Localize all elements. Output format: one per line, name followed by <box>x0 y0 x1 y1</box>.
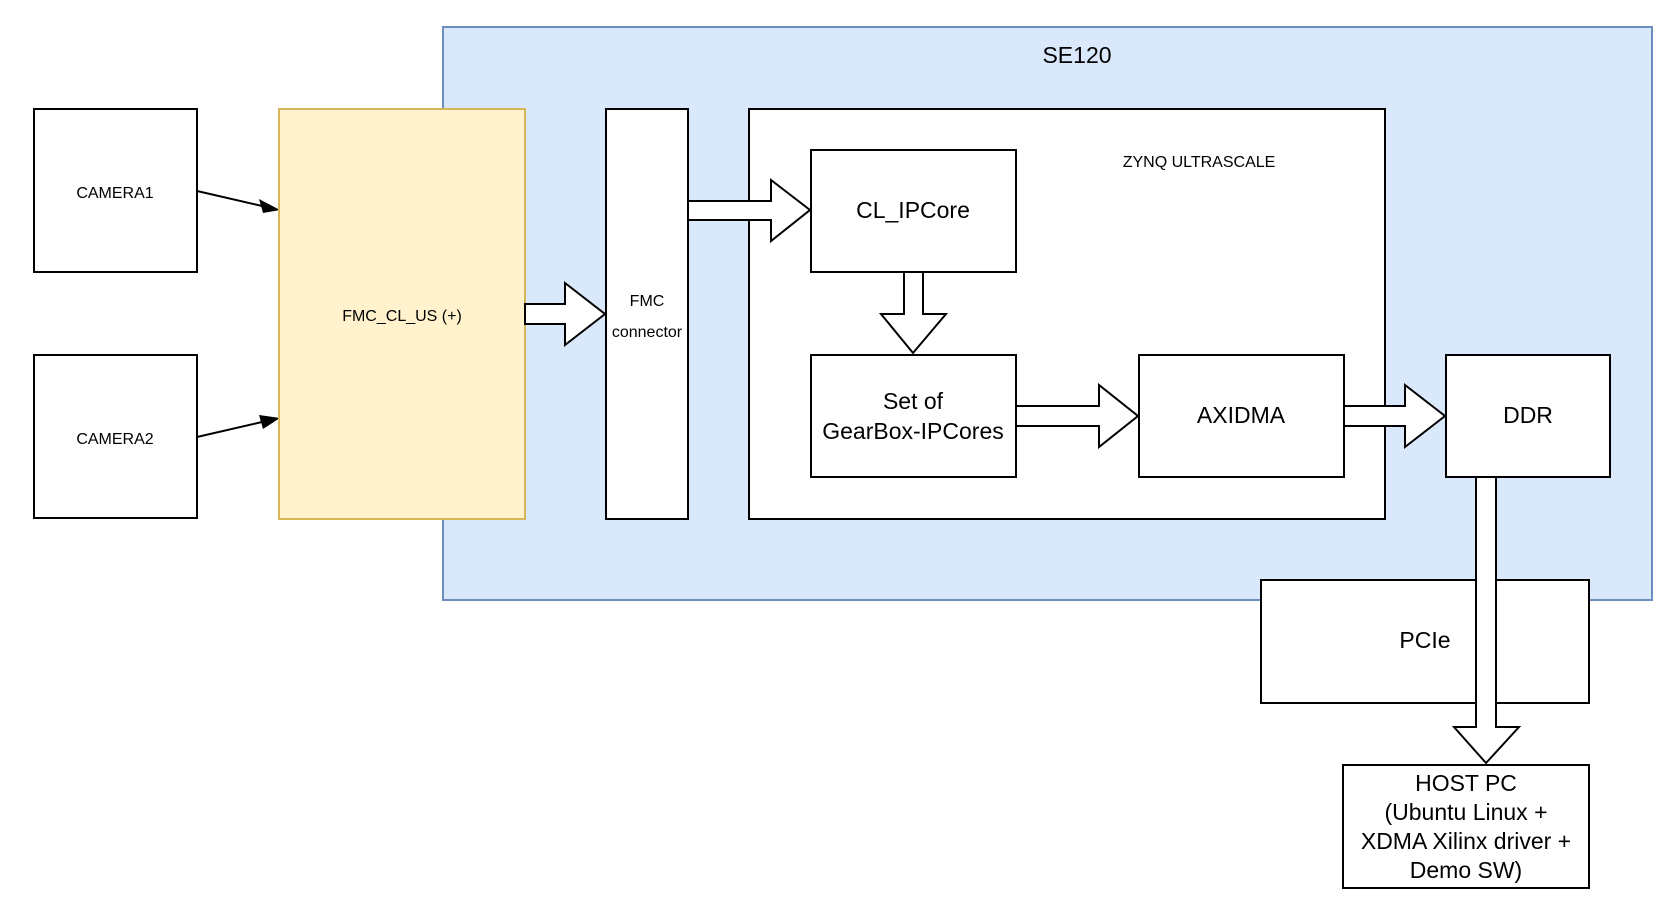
camera1-label: CAMERA1 <box>76 185 153 202</box>
host-pc-label-line4: Demo SW) <box>1410 857 1522 883</box>
cl-ipcore-label: CL_IPCore <box>856 197 970 223</box>
host-pc-label-line2: (Ubuntu Linux + <box>1384 799 1547 825</box>
fmc-connector-label-line1: FMC <box>630 293 665 310</box>
pcie-box <box>1260 579 1590 704</box>
camera2-arrow-head <box>259 415 280 429</box>
gearbox-to-axidma-arrow <box>1015 382 1140 450</box>
ddr-to-host-arrow <box>1451 476 1522 765</box>
zynq-ultrascale-label: ZYNQ ULTRASCALE <box>1123 154 1276 171</box>
camera2-arrow-line <box>196 421 263 438</box>
host-pc-label-line3: XDMA Xilinx driver + <box>1361 828 1571 854</box>
ddr-box <box>1445 354 1611 478</box>
camera1-arrow-line <box>196 190 263 207</box>
axidma-to-ddr-arrow <box>1343 382 1447 450</box>
axidma-label: AXIDMA <box>1197 402 1286 428</box>
fmc-to-connector-arrow <box>524 280 607 348</box>
fmc-cl-us-label: FMC_CL_US (+) <box>342 308 462 325</box>
camera2-label: CAMERA2 <box>76 431 153 448</box>
se120-board-label: SE120 <box>1042 42 1111 68</box>
pcie-label: PCIe <box>1399 627 1450 653</box>
camera2-box <box>33 354 198 519</box>
camera1-box <box>33 108 198 273</box>
clipcore-to-gearbox-arrow <box>878 271 949 355</box>
fmc-connector-label-line2: connector <box>612 324 683 341</box>
ddr-label: DDR <box>1503 402 1553 428</box>
gearbox-ipcores-box <box>810 354 1017 478</box>
axidma-box <box>1138 354 1345 478</box>
gearbox-ipcores-label-line2: GearBox-IPCores <box>822 418 1004 444</box>
camera1-arrow-head <box>259 199 280 213</box>
host-pc-box <box>1342 764 1590 889</box>
fmc-connector-box <box>605 108 689 520</box>
cl-ipcore-box <box>810 149 1017 273</box>
connector-to-clipcore-arrow <box>687 177 812 244</box>
fmc-cl-us-card <box>278 108 526 520</box>
gearbox-ipcores-label-line1: Set of <box>883 388 944 414</box>
host-pc-label-line1: HOST PC <box>1415 770 1517 796</box>
